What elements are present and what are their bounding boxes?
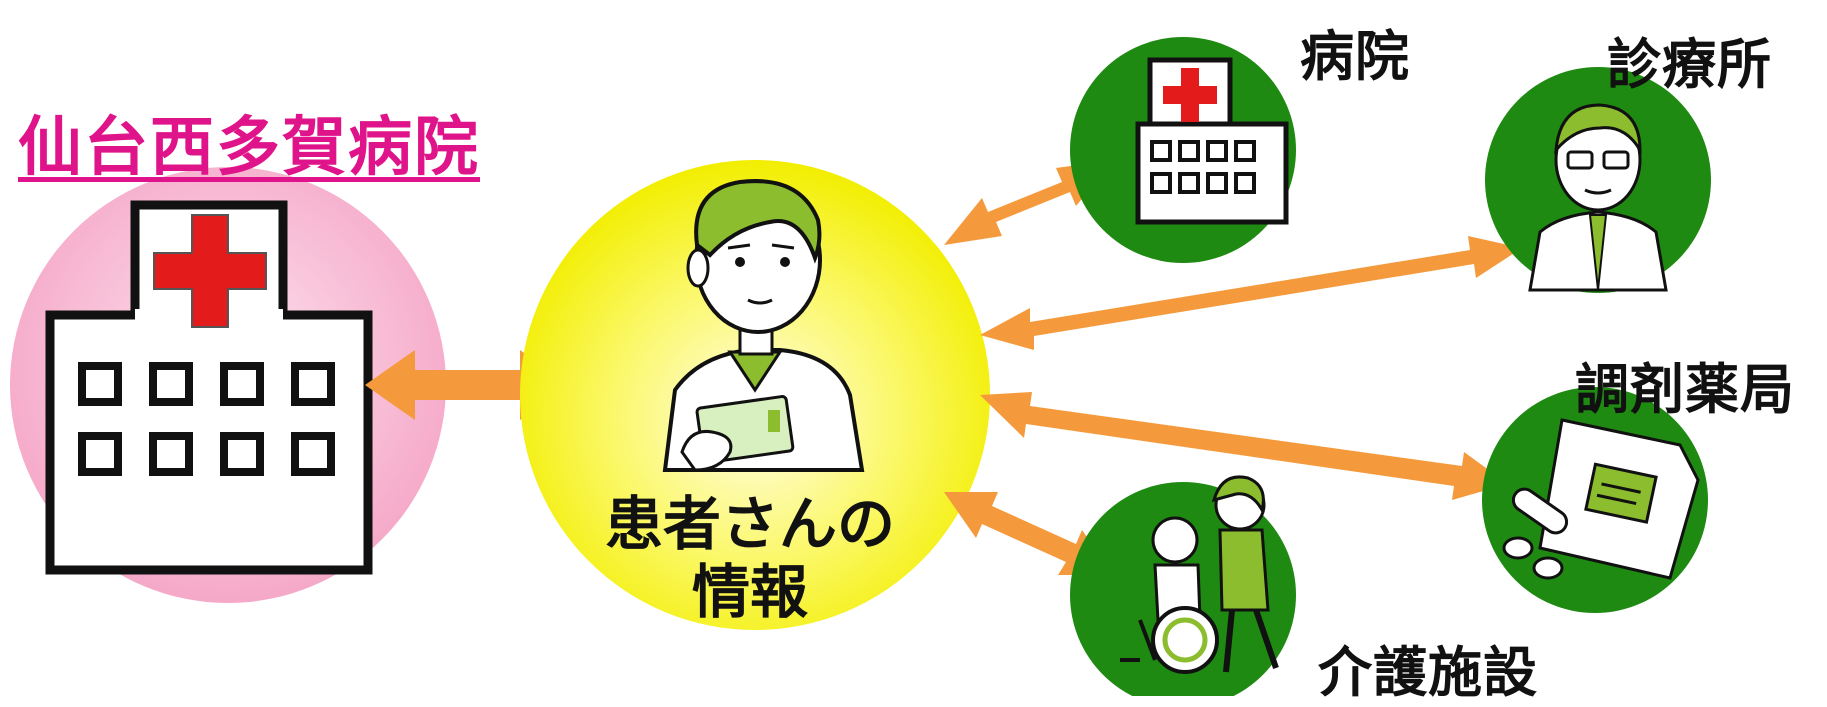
arrow-main-to-patient: [365, 350, 570, 420]
red-cross-icon: [153, 214, 267, 328]
hospital-node: [1070, 37, 1296, 263]
arrow-patient-to-clinic: [980, 236, 1522, 350]
pharmacy-node: [1482, 387, 1708, 613]
arrow-patient-to-hospital: [944, 160, 1114, 245]
arrow-patient-to-pharmacy: [980, 392, 1508, 500]
pharmacy-document-icon: [1538, 418, 1700, 580]
pharmacy-label: 調剤薬局: [1575, 358, 1795, 421]
main-hospital-building-icon: [45, 200, 373, 575]
patient-figure-icon: [662, 179, 865, 472]
clinic-label: 診療所: [1607, 33, 1772, 96]
patient-label-line2: 情報: [691, 558, 808, 626]
arrows: [365, 350, 570, 420]
clinic-node: [1485, 67, 1711, 293]
caregiver-wheelchair-icon: [1120, 475, 1279, 674]
main-hospital-node: [10, 167, 446, 603]
care-node: [1070, 475, 1296, 696]
patient-label: 患者さんの 情報: [600, 490, 900, 626]
arrow-patient-to-care: [944, 492, 1114, 575]
patient-node: [520, 160, 990, 630]
main-hospital-label: 仙台西多賀病院: [18, 111, 480, 185]
pill-icon: [1502, 487, 1569, 580]
hospital-building-icon: [1135, 57, 1289, 225]
doctor-icon: [1528, 103, 1668, 292]
patient-label-line1: 患者さんの: [604, 490, 895, 558]
care-facility-label: 介護施設: [1318, 641, 1538, 704]
hospital-label: 病院: [1300, 25, 1410, 88]
